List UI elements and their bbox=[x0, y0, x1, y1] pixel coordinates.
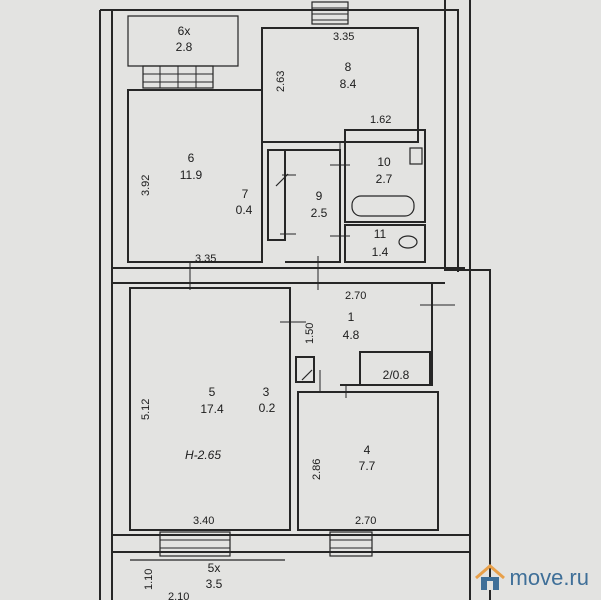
room-label: 2/0.8 bbox=[383, 368, 410, 382]
room-number: 11 bbox=[374, 227, 387, 241]
room-number: 4 bbox=[364, 443, 371, 457]
room-number: 9 bbox=[316, 189, 323, 203]
room-8: 8 8.4 bbox=[340, 60, 357, 91]
room-area: 8.4 bbox=[340, 77, 357, 91]
room-1: 1 4.8 bbox=[343, 310, 360, 342]
room-number: 1 bbox=[348, 310, 355, 324]
dimension-label: 2.86 bbox=[311, 459, 323, 480]
dimension-label: 2.70 bbox=[355, 515, 376, 527]
ceiling-height-label: H-2.65 bbox=[185, 448, 221, 462]
room-10: 10 2.7 bbox=[376, 155, 393, 186]
dimension-label: 2.10 bbox=[168, 591, 189, 600]
dimension-label: 3.35 bbox=[195, 253, 216, 265]
dimension-label: 3.92 bbox=[140, 175, 152, 196]
room-area: 4.8 bbox=[343, 328, 360, 342]
room-number: 10 bbox=[377, 155, 391, 169]
watermark-text: move.ru bbox=[509, 565, 589, 590]
room-5: 5 17.4 bbox=[200, 385, 224, 416]
room-number: 5x bbox=[208, 561, 221, 575]
dimension-label: 3.35 bbox=[333, 31, 354, 43]
dimension-label: 3.40 bbox=[193, 515, 214, 527]
watermark: move.ru bbox=[474, 564, 589, 592]
room-area: 0.2 bbox=[259, 401, 276, 415]
room-area: 0.4 bbox=[236, 203, 253, 217]
walls bbox=[99, 0, 491, 600]
room-2: 2/0.8 bbox=[383, 368, 410, 382]
room-area: 2.8 bbox=[176, 40, 193, 54]
room-number: 3 bbox=[263, 385, 270, 399]
dimension-label: 1.10 bbox=[143, 569, 155, 590]
room-5x: 5x 3.5 bbox=[206, 561, 223, 591]
room-number: 6x bbox=[178, 24, 191, 38]
room-number: 8 bbox=[345, 60, 352, 74]
room-number: 7 bbox=[242, 187, 249, 201]
dimension-label: 5.12 bbox=[140, 399, 152, 420]
dimension-label: 2.63 bbox=[275, 71, 287, 92]
house-icon bbox=[474, 564, 505, 590]
room-6x: 6x 2.8 bbox=[176, 24, 193, 54]
dimension-label: 1.62 bbox=[370, 114, 391, 126]
room-11: 11 1.4 bbox=[372, 227, 389, 259]
room-number: 6 bbox=[188, 151, 195, 165]
room-4: 4 7.7 bbox=[359, 443, 376, 473]
room-area: 11.9 bbox=[180, 168, 203, 182]
room-7: 7 0.4 bbox=[236, 187, 253, 217]
room-area: 1.4 bbox=[372, 245, 389, 259]
room-area: 2.5 bbox=[311, 206, 328, 220]
room-area: 3.5 bbox=[206, 577, 223, 591]
room-9: 9 2.5 bbox=[311, 189, 328, 220]
room-number: 5 bbox=[209, 385, 216, 399]
room-area: 17.4 bbox=[200, 402, 224, 416]
room-area: 2.7 bbox=[376, 172, 393, 186]
room-labels: 6x 2.8 8 8.4 6 11.9 7 0.4 9 2.5 10 2.7 1… bbox=[176, 24, 410, 591]
dimension-label: 1.50 bbox=[304, 323, 316, 344]
dimension-label: 2.70 bbox=[345, 290, 366, 302]
dimension-labels: 3.35 2.63 1.62 3.92 3.35 2.70 1.50 5.12 … bbox=[140, 31, 391, 600]
room-area: 7.7 bbox=[359, 459, 376, 473]
room-3: 3 0.2 bbox=[259, 385, 276, 415]
room-6: 6 11.9 bbox=[180, 151, 203, 182]
